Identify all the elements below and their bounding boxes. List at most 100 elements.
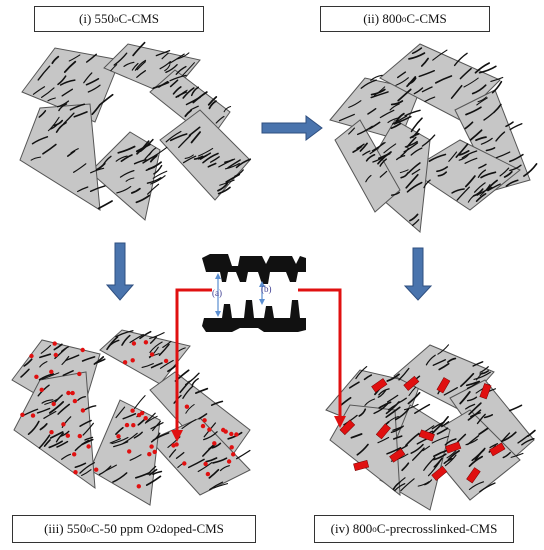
dopant-dot-icon xyxy=(205,471,211,477)
carbon-strand xyxy=(59,430,70,438)
carbon-strand xyxy=(178,134,192,149)
carbon-strand xyxy=(508,404,523,412)
carbon-strand xyxy=(370,74,383,81)
carbon-strand xyxy=(438,362,450,371)
crosslink-bar-icon xyxy=(418,429,435,442)
carbon-strand xyxy=(227,159,241,169)
dopant-dot-icon xyxy=(73,470,78,475)
crosslink-bar-icon xyxy=(489,442,506,457)
carbon-strand xyxy=(383,143,397,154)
carbon-strand xyxy=(399,169,409,174)
carbon-strand xyxy=(386,447,402,455)
carbon-strand xyxy=(379,109,395,119)
carbon-strand xyxy=(185,96,201,106)
carbon-strand xyxy=(499,167,510,177)
carbon-strand xyxy=(37,65,51,81)
carbon-strand xyxy=(411,47,423,55)
carbon-strand xyxy=(225,173,241,183)
carbon-strand xyxy=(477,169,487,178)
carbon-strand xyxy=(191,378,199,386)
dopant-dot-icon xyxy=(149,352,155,357)
carbon-strand xyxy=(123,61,135,67)
carbon-strand xyxy=(129,454,142,461)
carbon-strand xyxy=(411,219,420,227)
carbon-strand xyxy=(79,462,95,474)
crosslink-bar-icon xyxy=(375,423,391,440)
carbon-strand xyxy=(193,155,204,160)
carbon-strand xyxy=(73,163,87,173)
carbon-strand xyxy=(389,103,400,111)
carbon-strand xyxy=(364,398,376,406)
carbon-strand xyxy=(197,462,213,473)
carbon-strand xyxy=(453,52,468,67)
carbon-strand xyxy=(373,403,389,415)
carbon-strand xyxy=(148,353,160,358)
carbon-strand xyxy=(483,414,494,419)
carbon-strand xyxy=(106,336,119,351)
carbon-strand xyxy=(478,163,487,169)
carbon-strand xyxy=(213,483,229,489)
carbon-strand xyxy=(115,406,126,419)
carbon-strand xyxy=(407,162,421,174)
carbon-strand xyxy=(377,436,390,444)
dopant-dot-icon xyxy=(207,427,212,432)
carbon-strand xyxy=(468,481,485,491)
dopant-dot-icon xyxy=(65,433,71,438)
carbon-strand xyxy=(390,100,404,106)
dopant-dot-icon xyxy=(94,467,99,472)
dopant-dot-icon xyxy=(30,413,36,418)
carbon-strand xyxy=(139,330,152,340)
carbon-strand xyxy=(74,439,90,452)
carbon-strand xyxy=(117,145,136,154)
carbon-strand xyxy=(152,420,161,432)
carbon-strand xyxy=(521,438,535,446)
carbon-strand xyxy=(207,96,218,106)
carbon-strand xyxy=(235,158,252,169)
carbon-strand xyxy=(378,388,390,396)
carbon-strand xyxy=(420,57,429,67)
sheet xyxy=(89,399,161,506)
carbon-strand xyxy=(479,370,490,375)
carbon-strand xyxy=(437,171,448,177)
sheet xyxy=(379,43,501,121)
carbon-strand xyxy=(356,125,374,136)
degree-sup: o xyxy=(86,524,91,534)
carbon-strand xyxy=(58,103,68,112)
dopant-dot-icon xyxy=(130,408,135,413)
carbon-strand xyxy=(135,194,151,204)
dopant-dot-icon xyxy=(226,459,232,464)
carbon-strand xyxy=(437,344,450,355)
carbon-strand xyxy=(365,174,372,183)
carbon-strand xyxy=(410,147,423,156)
carbon-strand xyxy=(348,381,360,389)
crosslink-bars xyxy=(339,375,506,484)
carbon-strand xyxy=(461,150,478,159)
carbon-strand xyxy=(187,458,205,469)
carbon-strand xyxy=(495,131,506,142)
carbon-strand xyxy=(81,356,96,362)
slit-pore-inset xyxy=(202,254,306,332)
carbon-strand xyxy=(463,77,479,88)
label-text: C-CMS xyxy=(118,11,159,26)
carbon-strand xyxy=(83,405,97,411)
carbon-strand xyxy=(36,407,51,414)
dopant-dot-icon xyxy=(147,452,152,457)
carbon-strand xyxy=(99,93,114,106)
carbon-strand xyxy=(355,366,368,380)
carbon-strand xyxy=(387,117,401,124)
carbon-strand xyxy=(145,412,156,424)
carbon-strand xyxy=(172,86,182,95)
carbon-strand xyxy=(89,185,106,193)
carbon-strand xyxy=(474,62,490,74)
degree-sup: o xyxy=(401,14,407,24)
carbon-strand xyxy=(116,186,132,194)
process-arrow-down-left-icon xyxy=(105,242,135,301)
carbon-strand xyxy=(465,106,482,116)
carbon-strand xyxy=(396,155,406,161)
carbon-strand xyxy=(403,142,419,153)
carbon-strand xyxy=(152,470,163,476)
carbon-strand xyxy=(38,373,55,381)
